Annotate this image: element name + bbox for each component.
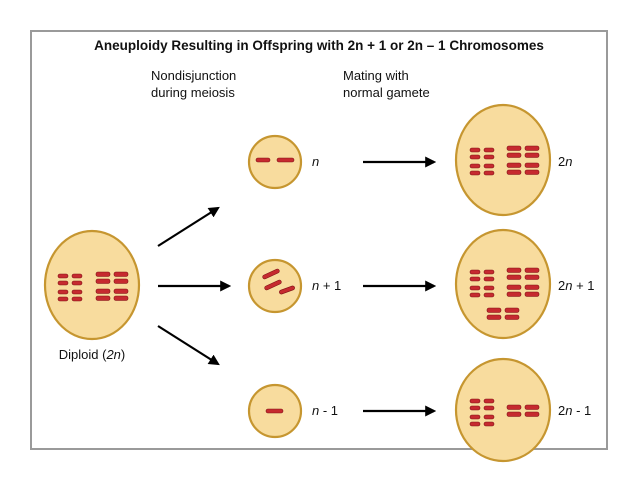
chromosome [265,408,284,414]
gamete-n-label: n [312,154,319,169]
diploid-label: Diploid (2n) [59,347,126,362]
single-chromosome [506,404,540,417]
chromosome [276,157,295,163]
offspring-2n-minus-1-cell [454,357,552,463]
header-nondisjunction-line1: Nondisjunction [151,68,236,83]
gamete-n-plus-1-label: n + 1 [312,278,341,293]
chromosome-pair [506,267,540,297]
chromosome-pair [469,398,495,427]
chromosome-pair [469,147,495,176]
chromosome-pair [469,269,495,298]
gamete-n-plus-1-cell [247,258,303,314]
diagram-title: Aneuploidy Resulting in Offspring with 2… [94,38,544,53]
offspring-2n-minus-1-label: 2n - 1 [558,403,591,418]
arrow-to-gamete-n [157,206,220,247]
gamete-n-cell [247,134,303,190]
chromosome [255,157,271,163]
chromosome [279,285,295,295]
chromosome-pair [506,145,540,175]
chromosome-pair [95,271,129,301]
diploid-cell [43,229,141,341]
offspring-2n-plus-1-label: 2n + 1 [558,278,595,293]
header-mating-line1: Mating with [343,68,409,83]
header-mating-line2: normal gamete [343,85,430,100]
chromosome-pair [57,273,83,302]
chromosome [262,268,280,280]
chromosome [264,279,282,291]
offspring-2n-cell [454,103,552,217]
offspring-2n-label: 2n [558,154,572,169]
gamete-n-minus-1-label: n - 1 [312,403,338,418]
arrow-to-gamete-n-minus-1 [157,325,220,366]
gamete-n-minus-1-cell [247,383,303,439]
extra-chromosome-pair [486,307,520,320]
header-nondisjunction-line2: during meiosis [151,85,235,100]
offspring-2n-plus-1-cell [454,228,552,340]
